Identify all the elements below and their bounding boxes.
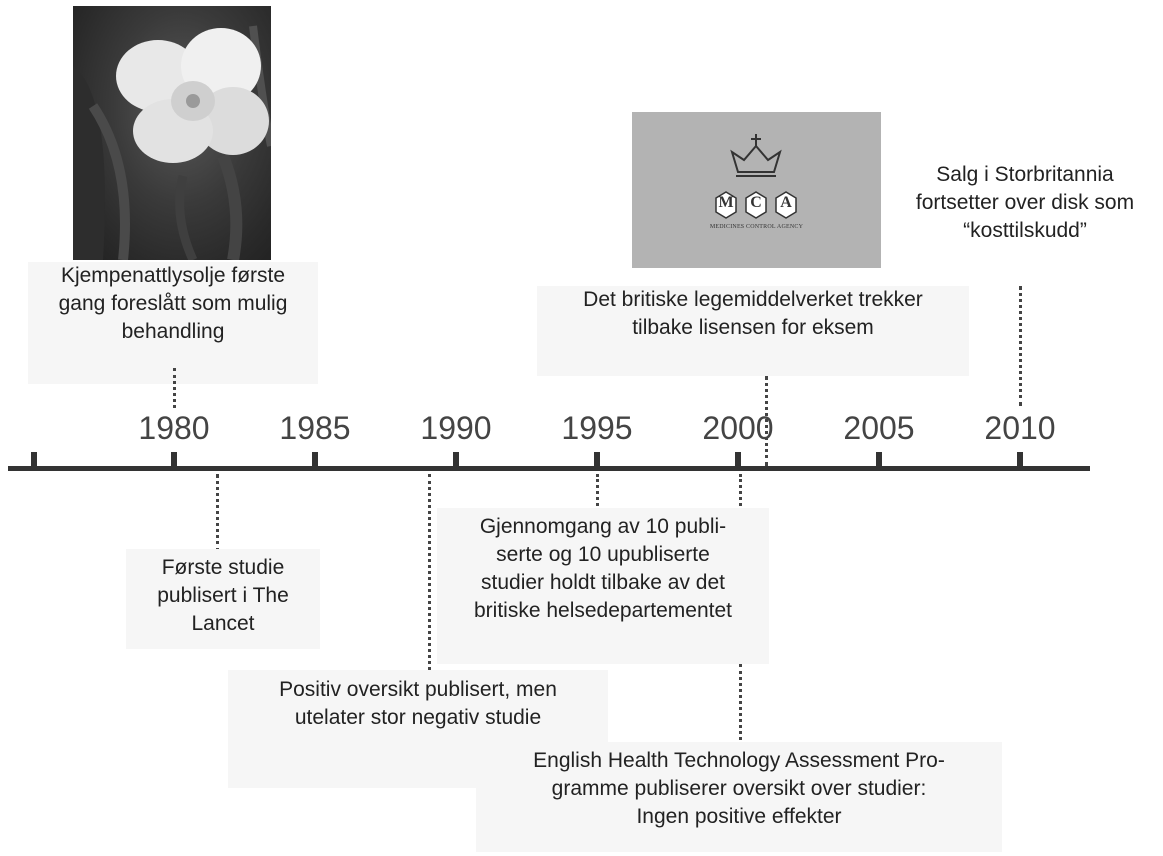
event-sales-label: Salg i Storbritannia fortsetter over dis… — [915, 163, 1135, 242]
label-box-hta — [476, 742, 1002, 852]
axis-tick-1995 — [594, 452, 600, 470]
connector-mca — [765, 376, 768, 466]
connector-hta-upper — [739, 474, 742, 512]
event-hta-label: English Health Technology Assessment Pro… — [533, 749, 945, 828]
connector-lancet — [216, 474, 219, 552]
label-box-lancet — [126, 549, 320, 649]
connector-hta-lower — [739, 664, 742, 746]
axis-tick-2005 — [876, 452, 882, 470]
axis-tick-1990 — [453, 452, 459, 470]
year-1985: 1985 — [279, 410, 351, 446]
event-lancet-label: Første studie publisert i The Lancet — [157, 556, 289, 635]
connector-review — [428, 474, 431, 670]
event-review-label: Positiv oversikt publisert, men utelater… — [279, 678, 557, 729]
event-withheld-label: Gjennomgang av 10 publi- serte og 10 upu… — [474, 515, 732, 622]
event-primrose-label: Kjempenattlysolje første gang foreslått … — [58, 264, 288, 343]
axis-tick-1980 — [171, 452, 177, 470]
year-1995: 1995 — [561, 410, 633, 446]
year-1980: 1980 — [138, 410, 210, 446]
axis-tick-1985 — [312, 452, 318, 470]
evening-primrose-photo — [73, 6, 271, 260]
label-box-withheld — [437, 508, 769, 664]
connector-withheld — [596, 474, 599, 512]
mca-letter-m: M — [718, 194, 734, 211]
year-1990: 1990 — [420, 410, 492, 446]
timeline-axis — [8, 466, 1090, 471]
connector-primrose — [173, 368, 176, 408]
year-2005: 2005 — [843, 410, 915, 446]
mca-letter-c: C — [750, 194, 762, 211]
axis-tick-2000 — [735, 452, 741, 470]
crown-icon — [715, 134, 797, 219]
mca-letter-a: A — [780, 194, 792, 211]
mca-caption: MEDICINES CONTROL AGENCY — [709, 224, 804, 230]
flower-photo-icon — [73, 25, 271, 260]
event-mca-label: Det britiske legemiddelverket trekker ti… — [583, 288, 923, 339]
axis-tick-start — [31, 452, 37, 470]
label-box-mca — [537, 286, 969, 376]
mca-logo: M C A MEDICINES CONTROL AGENCY — [632, 112, 881, 268]
year-2010: 2010 — [984, 410, 1056, 446]
label-box-primrose — [28, 262, 318, 384]
year-2000: 2000 — [702, 410, 774, 446]
axis-tick-2010 — [1017, 452, 1023, 470]
connector-sales — [1019, 286, 1022, 406]
